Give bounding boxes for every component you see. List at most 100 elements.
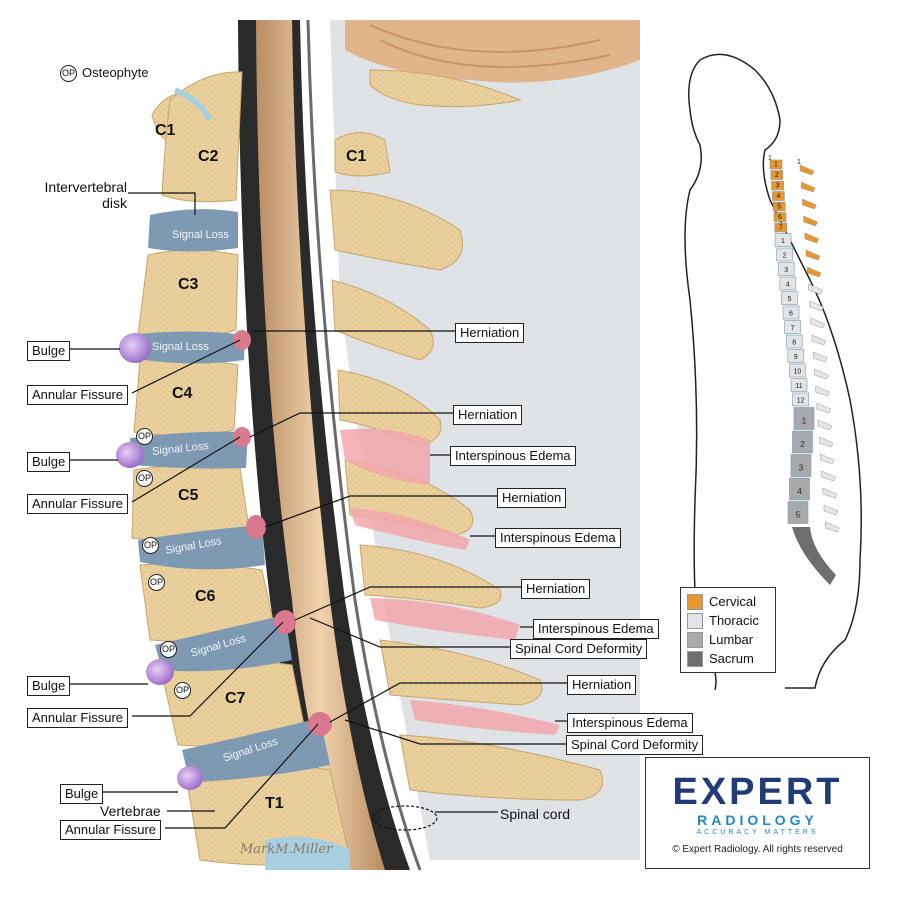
label-bulge: Bulge (27, 676, 71, 696)
spinous-c1 (334, 132, 391, 177)
mini-thoracic-8 (785, 334, 803, 349)
mini-thoracic-5 (781, 291, 798, 305)
mini-thoracic-10 (789, 363, 806, 378)
mini-lumbar-3 (790, 454, 812, 477)
mini-spinous-process (817, 419, 833, 431)
mini-thoracic-2-number: 2 (783, 252, 787, 259)
mini-cervical-5 (772, 201, 786, 212)
mini-spinous-process (802, 198, 817, 210)
mini-lumbar-2 (792, 430, 813, 454)
mini-thoracic-8-number: 8 (792, 339, 796, 346)
mini-thoracic-12 (792, 392, 809, 407)
bulge-c4-c5 (116, 442, 144, 468)
osteophyte-marker: OP (142, 537, 159, 554)
edema-c5-c6 (350, 508, 470, 550)
spinous-processes (329, 69, 603, 801)
label-annular-fissure: Annular Fissure (60, 820, 162, 840)
logo-word: EXPERT (672, 771, 843, 813)
label-herniation: Herniation (521, 579, 591, 599)
legend-item-thoracic: Thoracic (687, 611, 769, 630)
mini-cervical-4-number: 4 (776, 193, 780, 200)
mini-cervical-7 (774, 222, 788, 233)
osteophyte-marker: OP (174, 682, 191, 699)
mini-thoracic-9 (787, 349, 805, 363)
vertebra-c2 (161, 71, 243, 203)
edema-c7-t1 (410, 700, 560, 735)
mini-lumbar-3-number: 3 (799, 463, 804, 472)
mini-cervical-6 (773, 212, 787, 222)
mini-lumbar-4-number: 4 (797, 487, 802, 496)
mini-thoracic-10-number: 10 (794, 368, 802, 375)
spinal-cord-section-marker (372, 805, 438, 831)
mini-spinous-process (816, 402, 832, 414)
label-annular-fissure: Annular Fissure (27, 708, 129, 728)
spinous-c7 (379, 639, 543, 706)
legend-swatch (687, 593, 703, 610)
mini-thoracic-6-number: 6 (789, 310, 793, 317)
disk-label-c2-c3: Signal Loss (172, 229, 229, 241)
osteophyte-marker: OP (136, 470, 153, 487)
mini-spinous-process (821, 470, 836, 482)
vertebra-label-c6: C6 (195, 588, 216, 605)
label-herniation: Herniation (497, 488, 567, 508)
mini-spinous-process (820, 453, 835, 465)
disk-c2-c3 (148, 209, 238, 252)
disk-herniations (233, 330, 332, 736)
mini-spinous-process (804, 232, 820, 244)
bulge-c7-t1 (177, 766, 203, 790)
mini-cervical-2-number: 2 (775, 172, 779, 179)
legend-swatch (687, 631, 703, 648)
c1-c2-joint (173, 87, 213, 122)
label-annular-fissure: Annular Fissure (27, 494, 129, 514)
bulge-c6-c7 (146, 659, 174, 685)
herniation-c4-c5 (233, 427, 251, 447)
mini-thoracic-5-number: 5 (787, 296, 791, 303)
label-spinal-cord: Spinal cord (500, 806, 571, 822)
label-bulge: Bulge (27, 452, 71, 472)
vertebra-label-c4: C4 (172, 385, 193, 402)
mini-cervical-4 (772, 191, 785, 201)
mini-thoracic-4 (779, 276, 797, 291)
interspinous-edema (340, 428, 560, 735)
mini-thoracic-3 (777, 262, 795, 276)
mini-thoracic-7-number: 7 (791, 325, 795, 332)
mini-cervical-5-number: 5 (777, 203, 781, 210)
mini-spine-top-marker: 1 (768, 155, 772, 162)
label-interspinous-edema: Interspinous Edema (450, 446, 576, 466)
mini-lumbar-1 (793, 407, 815, 430)
mini-spinous-process (799, 164, 815, 176)
disk-c6-c7 (155, 615, 292, 672)
disk-c3-c4 (130, 331, 245, 364)
label-interspinous-edema: Interspinous Edema (533, 619, 659, 639)
osteophyte-marker: OP (160, 641, 177, 658)
label-herniation: Herniation (567, 675, 637, 695)
logo-sub: RADIOLOGY (697, 812, 818, 828)
mini-lumbar-5-number: 5 (796, 510, 801, 519)
expert-radiology-logo: EXPERT RADIOLOGY ACCURACY MATTERS © Expe… (645, 757, 870, 869)
label-interspinous-edema: Interspinous Edema (495, 528, 621, 548)
mini-spinous-process (824, 521, 840, 533)
mini-thoracic-11 (790, 378, 808, 392)
disk-label-c3-c4: Signal Loss (152, 341, 209, 353)
mini-cervical-7-number: 7 (779, 224, 783, 231)
mini-spinous-process (806, 266, 822, 278)
mini-spinous-process (822, 487, 838, 499)
spinous-c2 (329, 189, 463, 271)
mini-lumbar-4 (789, 477, 810, 501)
label-intervertebral-disk: Intervertebral disk (44, 179, 127, 211)
vertebra-label-c7: C7 (225, 690, 246, 707)
body-silhouette (684, 53, 862, 691)
label-bulge: Bulge (27, 341, 71, 361)
mini-spinous-process (814, 368, 829, 380)
legend-op-symbol: OP (60, 65, 77, 82)
legend-op-label: Osteophyte (82, 65, 149, 80)
legend-swatch (687, 650, 703, 667)
edema-c4-c5 (340, 428, 430, 485)
label-herniation: Herniation (453, 405, 523, 425)
mini-thoracic-7 (784, 320, 801, 334)
vertebra-label-c1: C1 (155, 122, 176, 139)
label-spinal-cord-deformity: Spinal Cord Deformity (510, 639, 648, 659)
leader-lines (70, 192, 567, 829)
bulge-c3-c4 (119, 333, 151, 363)
